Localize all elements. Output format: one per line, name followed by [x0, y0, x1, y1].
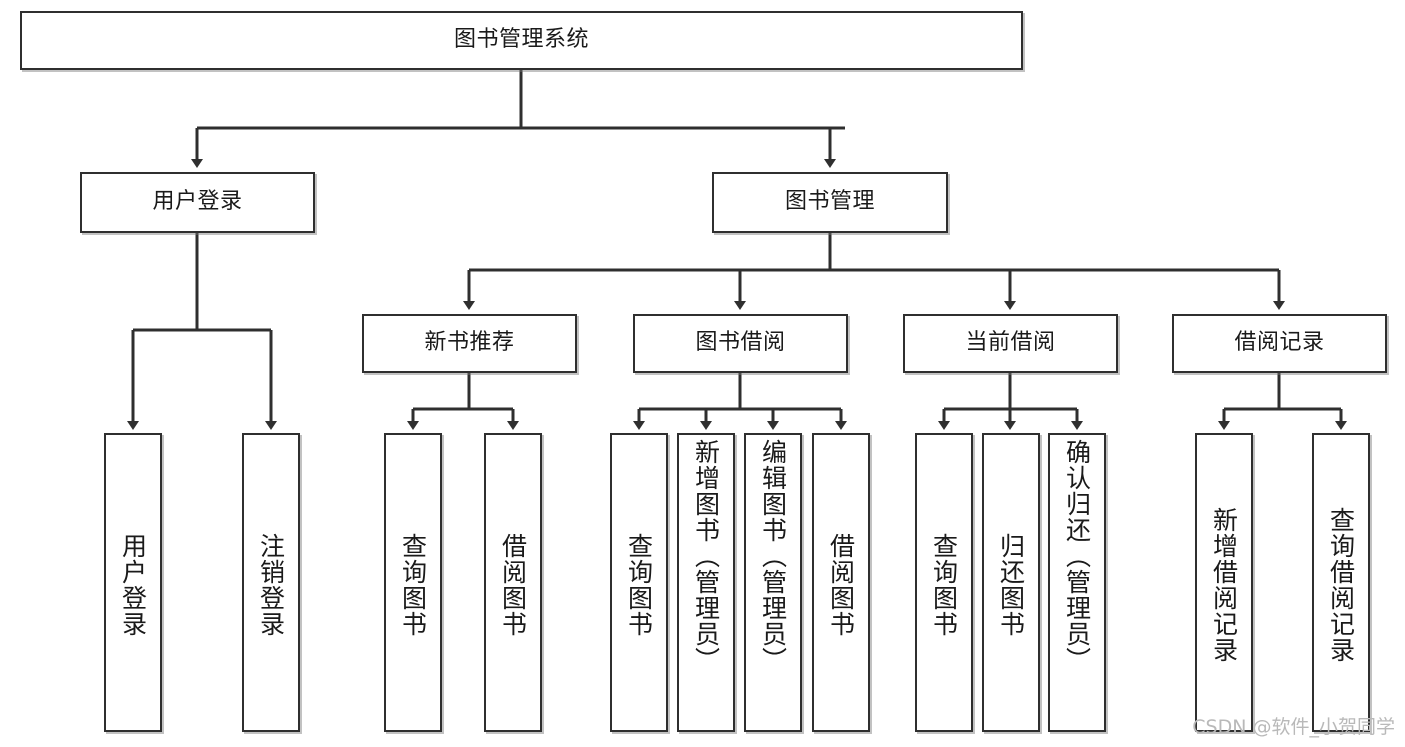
- node-leaf-logout[interactable]: 注销登录: [242, 433, 300, 732]
- node-new-book-rec[interactable]: 新书推荐: [362, 314, 577, 373]
- node-current-borrow-label: 当前借阅: [965, 330, 1056, 356]
- node-leaf-query-book-1-label: 查询图书: [398, 532, 428, 637]
- node-leaf-borrow-book-1-label: 借阅图书: [498, 532, 528, 637]
- node-new-book-rec-label: 新书推荐: [424, 330, 515, 356]
- node-leaf-edit-book[interactable]: 编辑图书（管理员）: [744, 433, 802, 732]
- node-leaf-borrow-book-1[interactable]: 借阅图书: [484, 433, 542, 732]
- node-root-label: 图书管理系统: [453, 27, 589, 53]
- watermark: CSDN @软件_小贺同学: [1192, 716, 1395, 738]
- node-leaf-confirm-return[interactable]: 确认归还（管理员）: [1048, 433, 1106, 732]
- node-leaf-borrow-book-2-label: 借阅图书: [826, 532, 856, 637]
- node-book-manage-label: 图书管理: [784, 189, 875, 215]
- node-leaf-confirm-return-label: 确认归还（管理员）: [1062, 439, 1092, 673]
- node-leaf-edit-book-label: 编辑图书（管理员）: [758, 439, 788, 673]
- node-leaf-query-book-2[interactable]: 查询图书: [610, 433, 668, 732]
- node-leaf-return-book[interactable]: 归还图书: [982, 433, 1040, 732]
- node-user-login[interactable]: 用户登录: [80, 172, 315, 233]
- node-book-borrow[interactable]: 图书借阅: [633, 314, 848, 373]
- node-leaf-query-record-label: 查询借阅记录: [1326, 506, 1356, 663]
- node-user-login-label: 用户登录: [152, 189, 243, 215]
- node-leaf-return-book-label: 归还图书: [996, 532, 1026, 637]
- node-leaf-query-book-2-label: 查询图书: [624, 532, 654, 637]
- node-leaf-query-record[interactable]: 查询借阅记录: [1312, 433, 1370, 732]
- node-leaf-user-login-label: 用户登录: [118, 532, 148, 637]
- node-borrow-record-label: 借阅记录: [1234, 330, 1325, 356]
- node-leaf-logout-label: 注销登录: [256, 532, 286, 637]
- node-root[interactable]: 图书管理系统: [20, 11, 1023, 70]
- node-leaf-query-book-3[interactable]: 查询图书: [915, 433, 973, 732]
- node-leaf-query-book-1[interactable]: 查询图书: [384, 433, 442, 732]
- node-leaf-add-book-label: 新增图书（管理员）: [691, 439, 721, 673]
- node-leaf-add-book[interactable]: 新增图书（管理员）: [677, 433, 735, 732]
- node-leaf-add-record[interactable]: 新增借阅记录: [1195, 433, 1253, 732]
- node-leaf-add-record-label: 新增借阅记录: [1209, 506, 1239, 663]
- node-leaf-query-book-3-label: 查询图书: [929, 532, 959, 637]
- node-leaf-borrow-book-2[interactable]: 借阅图书: [812, 433, 870, 732]
- node-current-borrow[interactable]: 当前借阅: [903, 314, 1118, 373]
- node-book-manage[interactable]: 图书管理: [712, 172, 948, 233]
- node-borrow-record[interactable]: 借阅记录: [1172, 314, 1387, 373]
- node-book-borrow-label: 图书借阅: [695, 330, 786, 356]
- node-leaf-user-login[interactable]: 用户登录: [104, 433, 162, 732]
